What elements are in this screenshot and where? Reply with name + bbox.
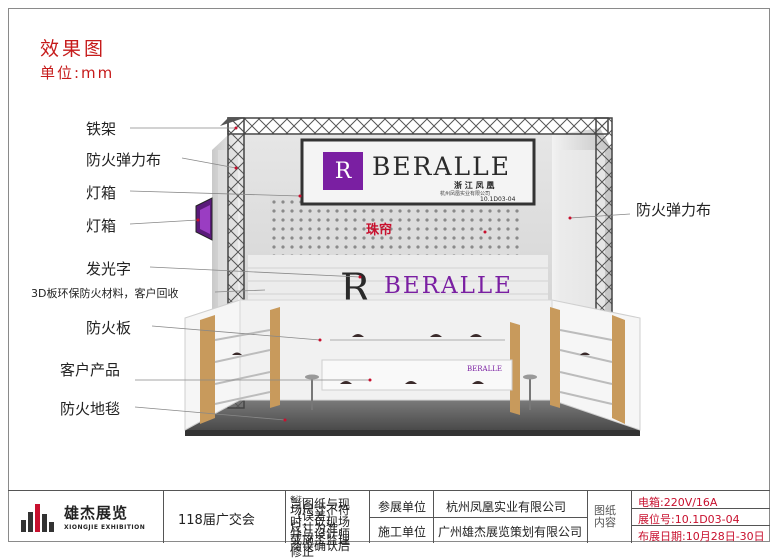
- label-3d-board: 3D板环保防火材料，客户回收: [31, 287, 179, 300]
- builder-label: 施工单位: [378, 525, 427, 539]
- company-name-cn: 雄杰展览: [64, 504, 129, 522]
- title-block: 雄杰展览 XIONGJIE EXHIBITION 118届广交会 备注: 当图纸…: [8, 490, 770, 558]
- lightbox-brand-name: BERALLE: [372, 152, 511, 181]
- customer-products: [232, 334, 590, 384]
- title-block-notes-cell: 备注: 当图纸与现场尺寸不符（误差）时，以现场尺寸为准，并与设计师或施工监理商议…: [286, 491, 370, 558]
- unit-label: 单位:mm: [40, 64, 115, 82]
- 3d-board-wall: [248, 255, 548, 305]
- lightbox-logo-mark: [323, 152, 363, 190]
- bar-stools: [311, 378, 531, 410]
- title-block-drawing-cell: 图纸内容: [588, 491, 632, 543]
- company-name-en: XIONGJIE EXHIBITION: [64, 524, 146, 531]
- label-customer-products: 客户产品: [60, 361, 121, 379]
- drawing-content-label: 图纸内容: [594, 504, 616, 529]
- glow-brand-name: BERALLE: [384, 273, 513, 299]
- lightbox-sign-sub: 杭州凤凰实业有限公司: [440, 191, 491, 197]
- note-label: 备注:: [290, 496, 305, 503]
- setup-dates: 布展日期:10月28日-30日: [638, 530, 765, 543]
- leader-lines: [129, 127, 631, 421]
- exhibitor-label: 参展单位: [378, 500, 427, 514]
- title-block-value-cell: 杭州凤凰实业有限公司 广州雄杰展览策划有限公司: [434, 491, 588, 543]
- label-fire-fabric-left: 防火弹力布: [86, 151, 162, 169]
- counter-brand-name: BERALLE: [467, 365, 502, 373]
- company-logo-icon: [21, 504, 54, 532]
- builder-value: 广州雄杰展览策划有限公司: [438, 525, 583, 539]
- shelves-right: [510, 307, 625, 424]
- title-block-info-cell: 电箱:220V/16A 展位号:10.1D03-04 布展日期:10月28日-3…: [632, 491, 770, 543]
- label-fire-carpet: 防火地毯: [60, 400, 121, 418]
- title-block-event-cell: 118届广交会: [164, 491, 286, 543]
- label-glow-letters: 发光字: [86, 260, 132, 278]
- label-fire-fabric-right: 防火弹力布: [636, 201, 712, 219]
- sheet-border: [8, 8, 770, 542]
- lightbox-booth-number: 10.1D03-04: [480, 196, 516, 203]
- fire-carpet: [185, 400, 640, 430]
- bead-curtain-label: 珠帘: [366, 223, 393, 238]
- reception-counter: [321, 359, 513, 391]
- drawing-title: 效果图: [40, 38, 107, 60]
- label-lightbox-main: 灯箱: [86, 184, 117, 202]
- lightbox-sign-cn: 浙 江 凤 凰: [454, 181, 495, 190]
- booth-number: 展位号:10.1D03-04: [638, 513, 740, 526]
- shelves-left: [200, 307, 280, 424]
- label-fire-board: 防火板: [86, 319, 132, 337]
- svg-text:R: R: [335, 159, 353, 184]
- event-name: 118届广交会: [178, 513, 255, 528]
- top-truss: [227, 117, 609, 135]
- label-lightbox-side: 灯箱: [86, 217, 117, 235]
- power-spec: 电箱:220V/16A: [638, 496, 718, 509]
- title-block-logo-cell: 雄杰展览 XIONGJIE EXHIBITION: [8, 491, 164, 543]
- label-truss: 铁架: [86, 120, 117, 138]
- note-text: 当图纸与现场尺寸不符（误差）时，以现场尺寸为准，并与设计师或施工监理商议确认后修…: [290, 497, 351, 559]
- exhibitor-value: 杭州凤凰实业有限公司: [446, 500, 567, 514]
